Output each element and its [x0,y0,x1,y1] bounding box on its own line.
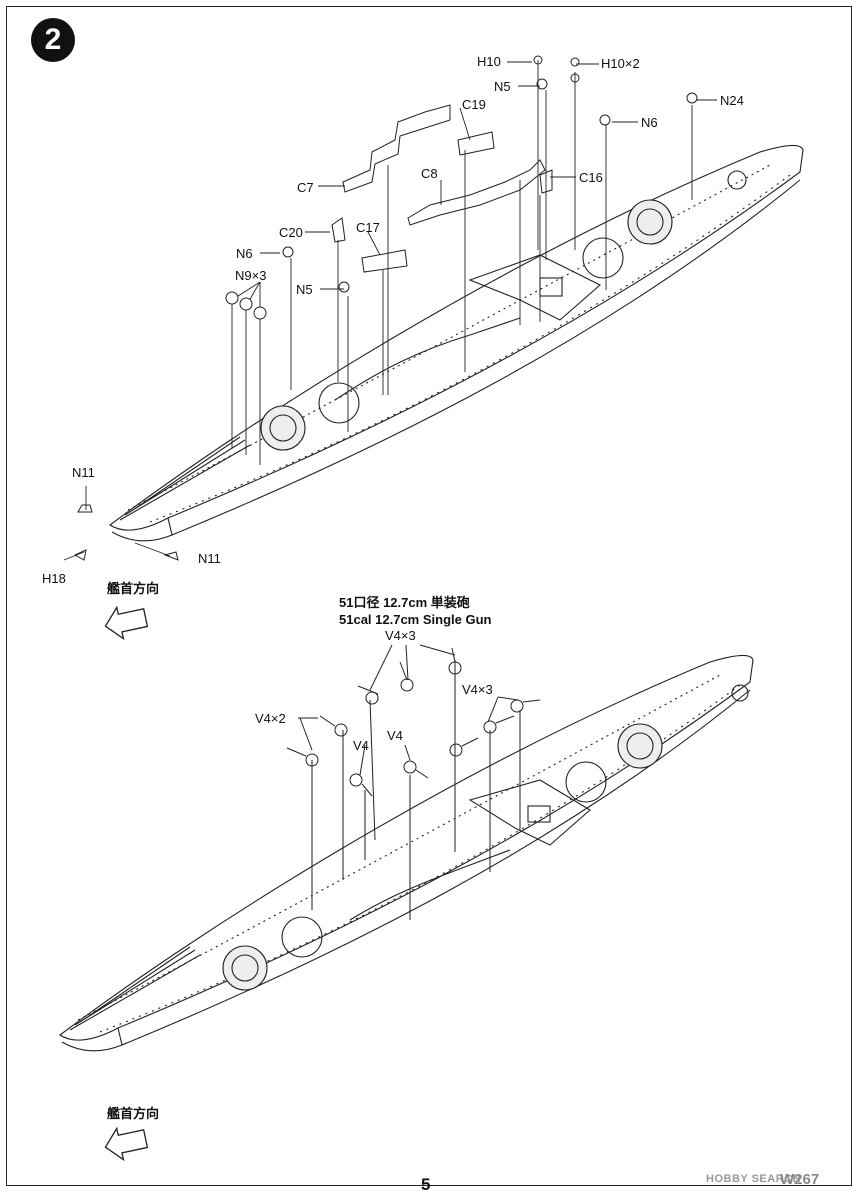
hull-top-drawing [109,144,804,542]
callout-n6-left: N6 [236,246,253,261]
callout-n11-top: N11 [72,465,95,480]
gun-sketch-8 [449,737,479,757]
callout-n11-bottom: N11 [198,551,221,566]
step-number-badge: 2 [31,18,75,62]
gun-sketch-3 [448,647,462,675]
bow-arrow-top [104,605,149,641]
bottom-gun-parts [286,644,541,920]
gun-sketch-7 [403,760,429,779]
bow-direction-label-bottom: 艦首方向 [107,1106,160,1121]
callout-n9x3: N9×3 [235,268,267,283]
callout-h18: H18 [42,571,66,586]
callout-n6-right: N6 [641,115,658,130]
callout-c8: C8 [421,166,438,181]
callout-v4-b: V4 [387,728,403,743]
callout-c16: C16 [579,170,603,185]
callout-c20: C20 [279,225,303,240]
gun-sketch-5 [286,747,319,767]
callout-v4x3-a: V4×3 [385,628,416,643]
callout-h10x2: H10×2 [601,56,640,71]
callout-n5-top: N5 [494,79,511,94]
callout-v4-a: V4 [353,738,369,753]
page-number: 5 [421,1175,431,1194]
gun-note-line1: 51口径 12.7cm 単装砲 [339,595,470,610]
callout-c19: C19 [462,97,486,112]
gun-sketch-2 [399,661,414,692]
gun-sketch-1 [357,685,379,705]
bow-arrow-bottom [104,1126,149,1162]
gun-sketch-9 [483,715,515,734]
callout-v4x3-b: V4×3 [462,682,493,697]
callout-v4x2: V4×2 [255,711,286,726]
gun-sketch-6 [349,773,373,797]
callout-h10: H10 [477,54,501,69]
callout-c7: C7 [297,180,314,195]
product-code: W267 [780,1171,820,1188]
gun-note: 51口径 12.7cm 単装砲 51cal 12.7cm Single Gun [339,594,491,628]
callout-n5-left: N5 [296,282,313,297]
callout-c17: C17 [356,220,380,235]
watermark: HOBBY SEARCH [706,1173,802,1185]
gun-sketch-4 [319,715,348,737]
callout-n24: N24 [720,93,744,108]
hull-bottom-drawing [59,654,754,1052]
top-part-sketches [73,55,698,561]
bow-direction-label-top: 艦首方向 [107,581,160,596]
page-frame [6,6,852,1186]
top-leader-lines [63,60,717,561]
gun-note-line2: 51cal 12.7cm Single Gun [339,612,492,627]
gun-sketch-10 [510,699,541,713]
